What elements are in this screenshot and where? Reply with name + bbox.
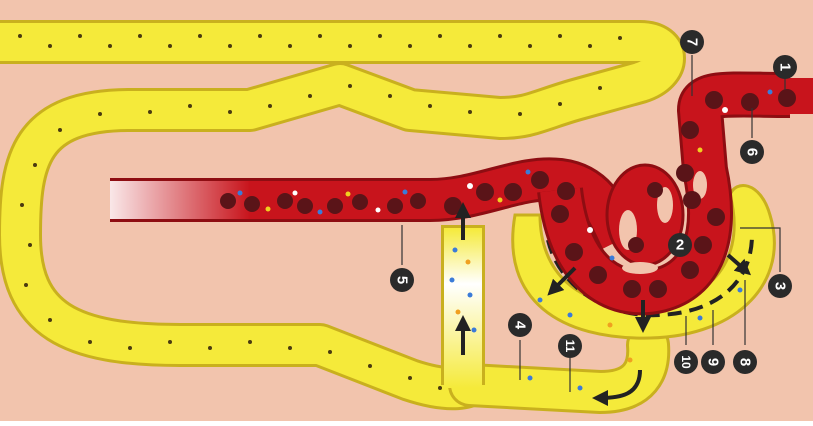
marker-label: 6 xyxy=(744,148,761,156)
marker-label: 4 xyxy=(512,321,529,330)
marker-11: 11 xyxy=(558,334,582,358)
marker-6: 6 xyxy=(740,140,764,164)
marker-5: 5 xyxy=(390,268,414,292)
marker-label: 9 xyxy=(705,358,722,366)
marker-label: 11 xyxy=(563,340,577,353)
marker-label: 5 xyxy=(394,276,411,284)
marker-1: 1 xyxy=(773,55,797,79)
marker-2: 2 xyxy=(668,233,692,257)
marker-4: 4 xyxy=(508,313,532,337)
marker-7: 7 xyxy=(680,30,704,54)
marker-10: 10 xyxy=(674,350,698,374)
marker-label: 10 xyxy=(679,355,693,369)
marker-label: 7 xyxy=(684,38,701,46)
marker-label: 3 xyxy=(772,282,789,290)
marker-8: 8 xyxy=(733,350,757,374)
marker-label: 1 xyxy=(777,63,794,71)
marker-label: 2 xyxy=(676,237,684,254)
marker-9: 9 xyxy=(701,350,725,374)
marker-label: 8 xyxy=(737,358,754,366)
marker-3: 3 xyxy=(768,274,792,298)
